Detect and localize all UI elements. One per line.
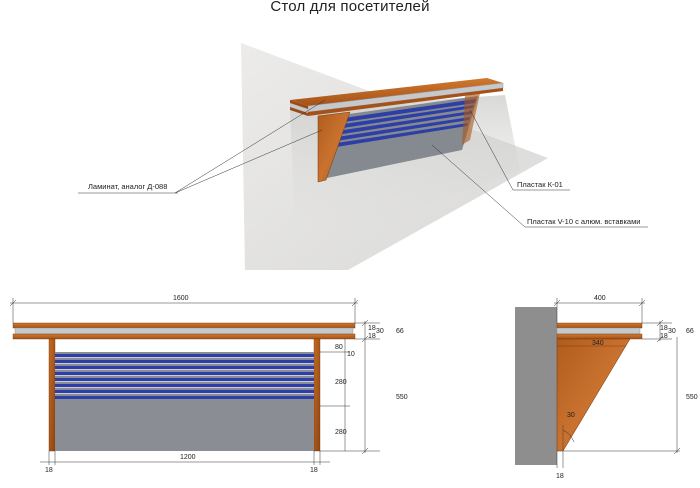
dim-front-leg-left: 18 (45, 467, 53, 474)
dim-front-height: 550 (396, 394, 408, 401)
dim-side-top-total: 66 (686, 328, 694, 335)
dim-front-top-layer2: 30 (376, 328, 384, 335)
dim-side-top-layer3: 18 (660, 333, 668, 340)
front-tabletop-lower (12, 333, 356, 340)
front-view: 1600 (9, 295, 408, 474)
front-leg-right (313, 338, 321, 452)
front-leg-left (48, 338, 56, 452)
dim-front-top-total: 66 (396, 328, 404, 335)
tabletop-bottom-edge (308, 88, 503, 116)
tabletop-left-aluminium (290, 103, 308, 113)
side-tabletop-aluminium (556, 327, 641, 335)
side-view: 400 340 30 18 30 18 66 550 (515, 295, 698, 480)
page-title: Стол для посетителей (270, 0, 430, 15)
side-wall (515, 307, 557, 465)
dim-front-panel-lower: 280 (335, 429, 347, 436)
callout-lines (78, 99, 648, 228)
dim-side-top-layer2: 30 (668, 328, 676, 335)
front-tabletop-aluminium (14, 327, 354, 335)
callout-plastic-v10: Пластак V-10 с алюм. вставками (527, 217, 640, 226)
perspective-view: Ламинат, аналог Д-088 Пластак К-01 Пласт… (78, 43, 648, 270)
dim-front-top-layer3: 18 (368, 333, 376, 340)
front-panel-stripes (330, 99, 476, 148)
dim-side-top-layer1: 18 (660, 325, 668, 332)
dim-front-leg-right: 18 (310, 467, 318, 474)
dim-front-panel-upper: 280 (335, 379, 347, 386)
side-tabletop-upper (556, 322, 643, 329)
dim-side-bracket-width: 340 (592, 340, 604, 347)
dim-side-angle: 30 (567, 412, 575, 419)
dim-front-width: 1600 (173, 295, 189, 302)
side-tabletop-lower (556, 333, 643, 340)
tabletop-top-surface (290, 78, 503, 106)
side-bracket-profile (556, 338, 631, 452)
callout-laminate: Ламинат, аналог Д-088 (88, 182, 167, 191)
right-bracket-edge (462, 93, 480, 145)
front-tabletop-upper (12, 322, 356, 329)
dim-front-panel-width: 1200 (180, 454, 196, 461)
dim-front-gap: 10 (347, 351, 355, 358)
dim-front-top-layer1: 18 (368, 325, 376, 332)
callout-plastic-k01: Пластак К-01 (517, 180, 563, 189)
dim-side-depth: 400 (594, 295, 606, 302)
dim-side-bottom: 18 (556, 473, 564, 480)
side-bracket (317, 111, 351, 183)
dim-side-height: 550 (686, 394, 698, 401)
front-panel-stripes-flat (55, 354, 314, 399)
dim-front-recess: 80 (335, 344, 343, 351)
